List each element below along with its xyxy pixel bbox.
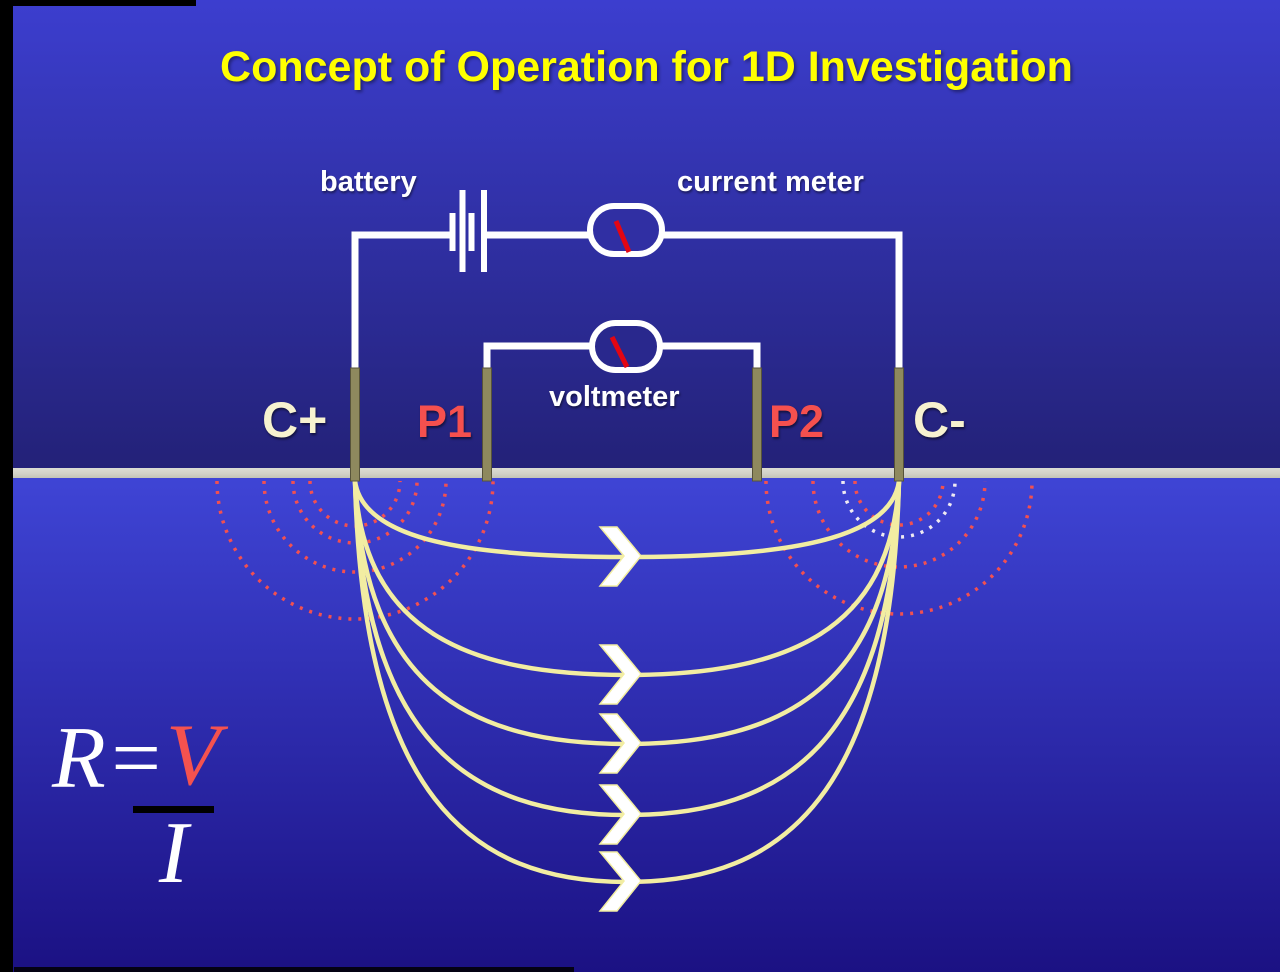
battery-symbol-plate <box>449 213 456 251</box>
formula-denominator-i: I <box>158 805 189 902</box>
current-meter-icon-body <box>587 203 665 257</box>
slide-title: Concept of Operation for 1D Investigatio… <box>220 43 1073 91</box>
current-meter-label: current meter <box>677 166 864 198</box>
electrode-stake <box>752 367 762 482</box>
voltmeter-icon-needle <box>609 335 630 369</box>
electrode-stake <box>482 367 492 482</box>
current-flow-line <box>352 480 902 818</box>
electrode-stake <box>350 367 360 482</box>
current-flow-line <box>352 480 902 678</box>
wire-cplus-to-battery <box>351 231 451 368</box>
formula-fraction-bar <box>133 806 214 813</box>
electrode-stake <box>894 367 904 482</box>
current-direction-arrow <box>598 784 642 845</box>
left-frame-edge <box>0 0 13 972</box>
formula-numerator-v: V <box>166 707 220 804</box>
battery-symbol-plate <box>468 213 475 251</box>
electrode-label-c-plus: C+ <box>262 392 328 448</box>
current-direction-arrow <box>598 851 642 912</box>
equipotential-arc <box>841 480 957 539</box>
bottom-frame-edge <box>14 967 574 972</box>
voltmeter-icon-body <box>589 320 663 373</box>
battery-symbol-plate <box>481 190 487 272</box>
formula-resistance-equals: R= <box>52 710 166 807</box>
current-direction-arrow <box>598 713 642 774</box>
current-flow-line <box>352 480 902 747</box>
electrode-label-p2: P2 <box>769 396 825 447</box>
top-frame-edge <box>0 0 196 6</box>
battery-label: battery <box>320 166 417 198</box>
electrode-label-p1: P1 <box>417 396 473 447</box>
electrode-label-c-minus: C- <box>913 392 966 448</box>
ground-surface <box>13 468 1280 478</box>
current-meter-icon-needle <box>613 220 632 253</box>
battery-symbol-plate <box>459 190 466 272</box>
current-direction-arrow <box>598 644 642 705</box>
current-direction-arrow <box>598 526 642 587</box>
voltmeter-label: voltmeter <box>549 381 680 413</box>
equipotential-arc <box>262 480 448 574</box>
